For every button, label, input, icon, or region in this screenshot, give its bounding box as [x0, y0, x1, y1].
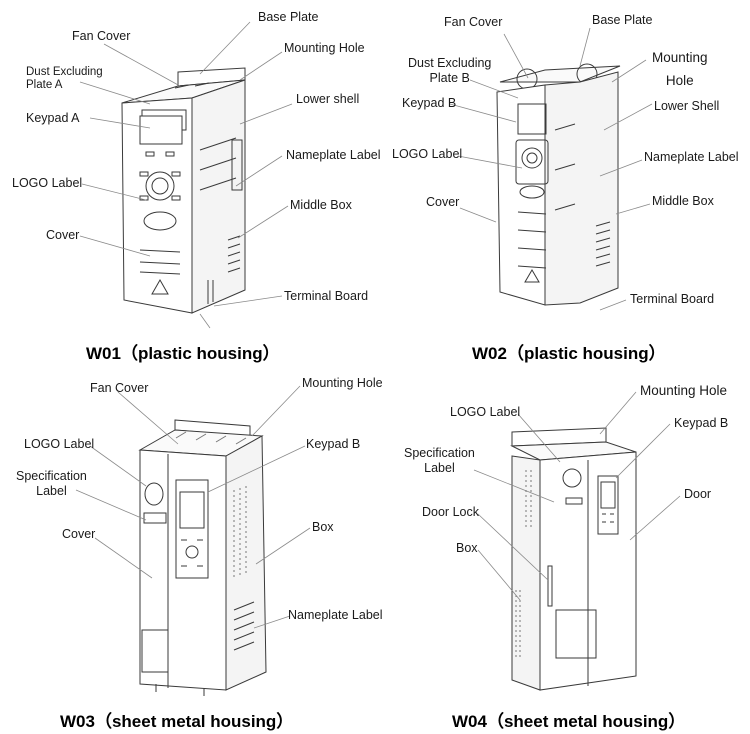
w02-base-plate-label: Base Plate [592, 13, 653, 27]
w02-fan-cover-label: Fan Cover [444, 15, 503, 29]
w02-mounting-hole-label: Mounting Hole [652, 50, 708, 88]
w04-caption: W04（sheet metal housing） [452, 712, 686, 731]
w03-drawing [138, 419, 267, 696]
w02-lower-shell-label: Lower Shell [654, 99, 720, 113]
w02-terminal-board-label: Terminal Board [630, 292, 715, 306]
w01-nameplate-label: Nameplate Label [286, 148, 381, 162]
w04-logo-label: LOGO Label [450, 405, 521, 419]
w03-keypad-label: Keypad B [306, 437, 361, 451]
w01-caption: W01（plastic housing） [86, 344, 280, 363]
w01-logo-label: LOGO Label [12, 176, 83, 190]
w03-cover-label: Cover [62, 527, 96, 541]
w04-drawing [510, 427, 637, 691]
w03-box-label: Box [312, 520, 334, 534]
w02-caption: W02（plastic housing） [472, 344, 666, 363]
w03-caption: W03（sheet metal housing） [60, 712, 294, 731]
w04-keypad-label: Keypad B [674, 416, 729, 430]
w02-dust-plate-label: Dust Excluding Plate B [408, 56, 492, 85]
w02-keypad-label: Keypad B [402, 96, 457, 110]
w03-logo-label: LOGO Label [24, 437, 95, 451]
w02-middle-box-label: Middle Box [652, 194, 714, 208]
w04-door-label: Door [684, 487, 712, 501]
w02-drawing [496, 63, 621, 306]
w03-mounting-hole-label: Mounting Hole [302, 376, 383, 390]
w04-spec-label: Specification Label [404, 446, 475, 475]
w01-base-plate-label: Base Plate [258, 10, 319, 24]
w01-keypad-label: Keypad A [26, 111, 80, 125]
w04-box-label: Box [456, 541, 478, 555]
w02-nameplate-label: Nameplate Label [644, 150, 739, 164]
w01-terminal-board-label: Terminal Board [284, 289, 369, 303]
w01-lower-shell-label: Lower shell [296, 92, 360, 106]
w01-drawing [121, 67, 246, 314]
w01-middle-box-label: Middle Box [290, 198, 352, 212]
w01-mounting-hole-label: Mounting Hole [284, 41, 365, 55]
w04-mounting-hole-label: Mounting Hole [640, 383, 728, 398]
w01-fan-cover-label: Fan Cover [72, 29, 131, 43]
w02-logo-label: LOGO Label [392, 147, 463, 161]
w03-fan-cover-label: Fan Cover [90, 381, 149, 395]
w01-cover-label: Cover [46, 228, 80, 242]
w01-dust-plate-label: Dust Excluding Plate A [26, 66, 103, 91]
w04-door-lock-label: Door Lock [422, 505, 479, 519]
leader-lines [75, 21, 681, 629]
w03-nameplate-label: Nameplate Label [288, 608, 383, 622]
w02-cover-label: Cover [426, 195, 460, 209]
w03-spec-label: Specification Label [16, 469, 87, 498]
